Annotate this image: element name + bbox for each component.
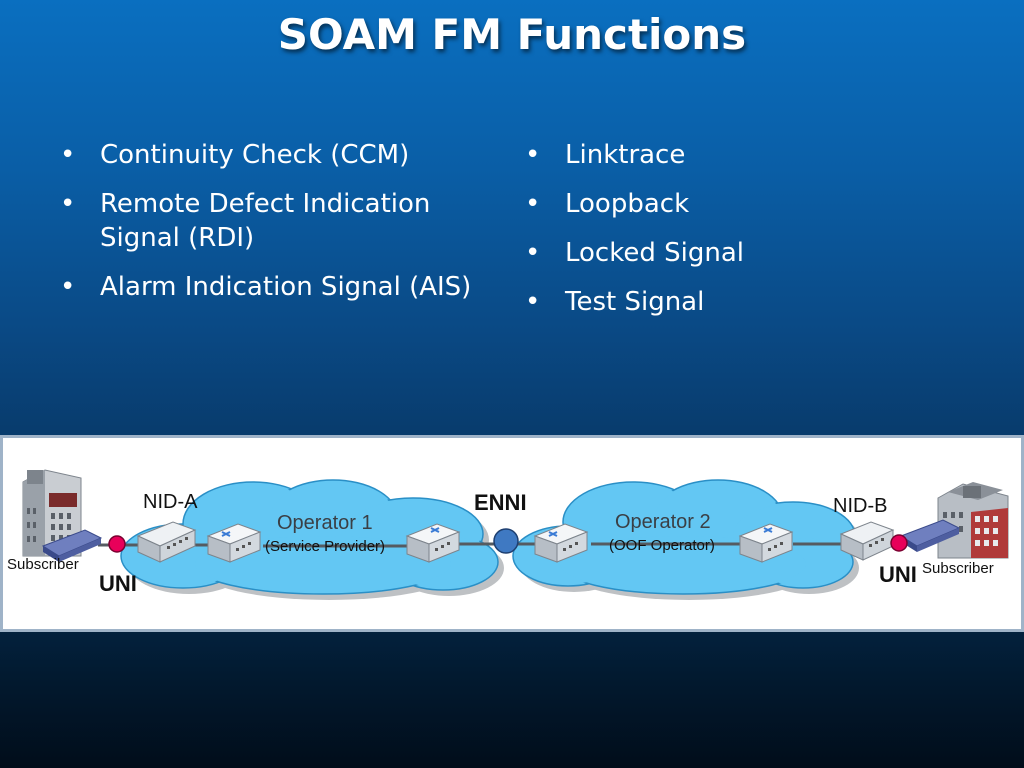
bullet-loopback: Loopback — [525, 187, 825, 221]
right-bullet-list: Linktrace Loopback Locked Signal Test Si… — [525, 138, 825, 334]
enni-marker — [493, 528, 519, 554]
operator1-edge-switch-left-icon — [206, 523, 262, 563]
operator2-cloud — [512, 479, 861, 600]
network-diagram — [22, 469, 1009, 600]
bullet-linktrace: Linktrace — [525, 138, 825, 172]
subscriber-left-building-icon — [22, 469, 82, 557]
uni-right-label: UNI — [879, 562, 917, 587]
bullet-rdi: Remote Defect Indication Signal (RDI) — [60, 187, 500, 255]
uni-right-marker — [890, 534, 908, 552]
nid-b-label: NID-B — [833, 495, 888, 517]
operator1-edge-switch-right-icon — [405, 523, 461, 563]
operator2-name-label: Operator 2 — [615, 511, 711, 533]
nid-a-device-icon — [136, 521, 197, 563]
network-diagram-panel: NID-A NID-B ENNI UNI UNI Subscriber Subs… — [0, 435, 1024, 632]
network-link — [98, 542, 908, 548]
left-bullet-list: Continuity Check (CCM) Remote Defect Ind… — [60, 138, 500, 319]
subscriber-left-switch-icon — [41, 529, 103, 562]
nid-a-label: NID-A — [143, 491, 198, 513]
bullet-test-signal: Test Signal — [525, 285, 825, 319]
uni-left-marker — [108, 535, 126, 553]
slide-title: SOAM FM Functions — [277, 10, 747, 59]
bullet-ais: Alarm Indication Signal (AIS) — [60, 270, 500, 304]
bullet-locked-signal: Locked Signal — [525, 236, 825, 270]
uni-left-label: UNI — [99, 571, 137, 596]
subscriber-left-label: Subscriber — [7, 556, 79, 573]
bullet-ccm: Continuity Check (CCM) — [60, 138, 500, 172]
subscriber-right-label: Subscriber — [922, 560, 994, 577]
operator2-edge-switch-left-icon — [533, 523, 589, 563]
subscriber-right-building-icon — [937, 482, 1009, 559]
operator2-edge-switch-right-icon — [738, 523, 794, 563]
enni-label: ENNI — [474, 490, 527, 515]
operator2-role-label: (OOF Operator) — [609, 537, 715, 554]
operator1-name-label: Operator 1 — [277, 512, 373, 534]
operator1-role-label: (Service Provider) — [265, 538, 386, 555]
